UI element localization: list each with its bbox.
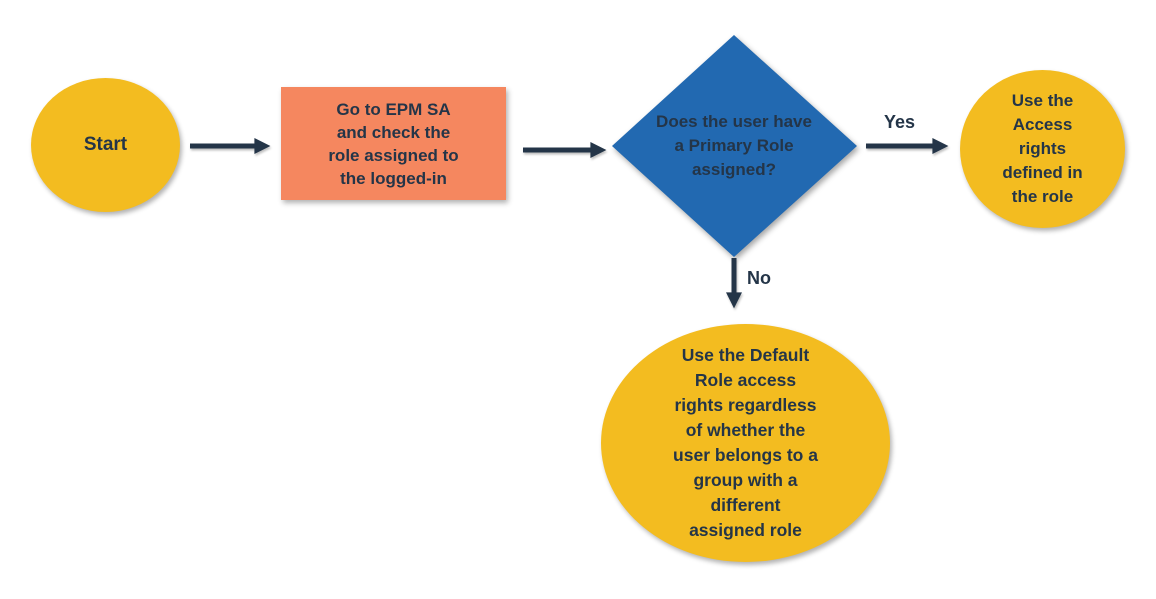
process-node: Go to EPM SA and check the role assigned… bbox=[281, 87, 506, 200]
no-edge-label: No bbox=[747, 268, 771, 288]
yes-outcome-node-label: Use the Access rights defined in the rol… bbox=[1002, 91, 1083, 206]
process-node-label: Go to EPM SA and check the role assigned… bbox=[328, 99, 459, 188]
decision-diamond-shape bbox=[612, 35, 857, 257]
decision-node: Does the user have a Primary Role assign… bbox=[654, 80, 814, 212]
start-node-label: Start bbox=[83, 134, 128, 155]
no-outcome-node: Use the Default Role access rights regar… bbox=[601, 324, 890, 562]
yes-edge-label: Yes bbox=[884, 112, 916, 132]
yes-outcome-node: Use the Access rights defined in the rol… bbox=[960, 70, 1125, 228]
start-node: Start bbox=[31, 78, 180, 212]
no-outcome-node-label: Use the Default Role access rights regar… bbox=[673, 345, 818, 540]
decision-node-label: Does the user have a Primary Role assign… bbox=[656, 112, 812, 179]
